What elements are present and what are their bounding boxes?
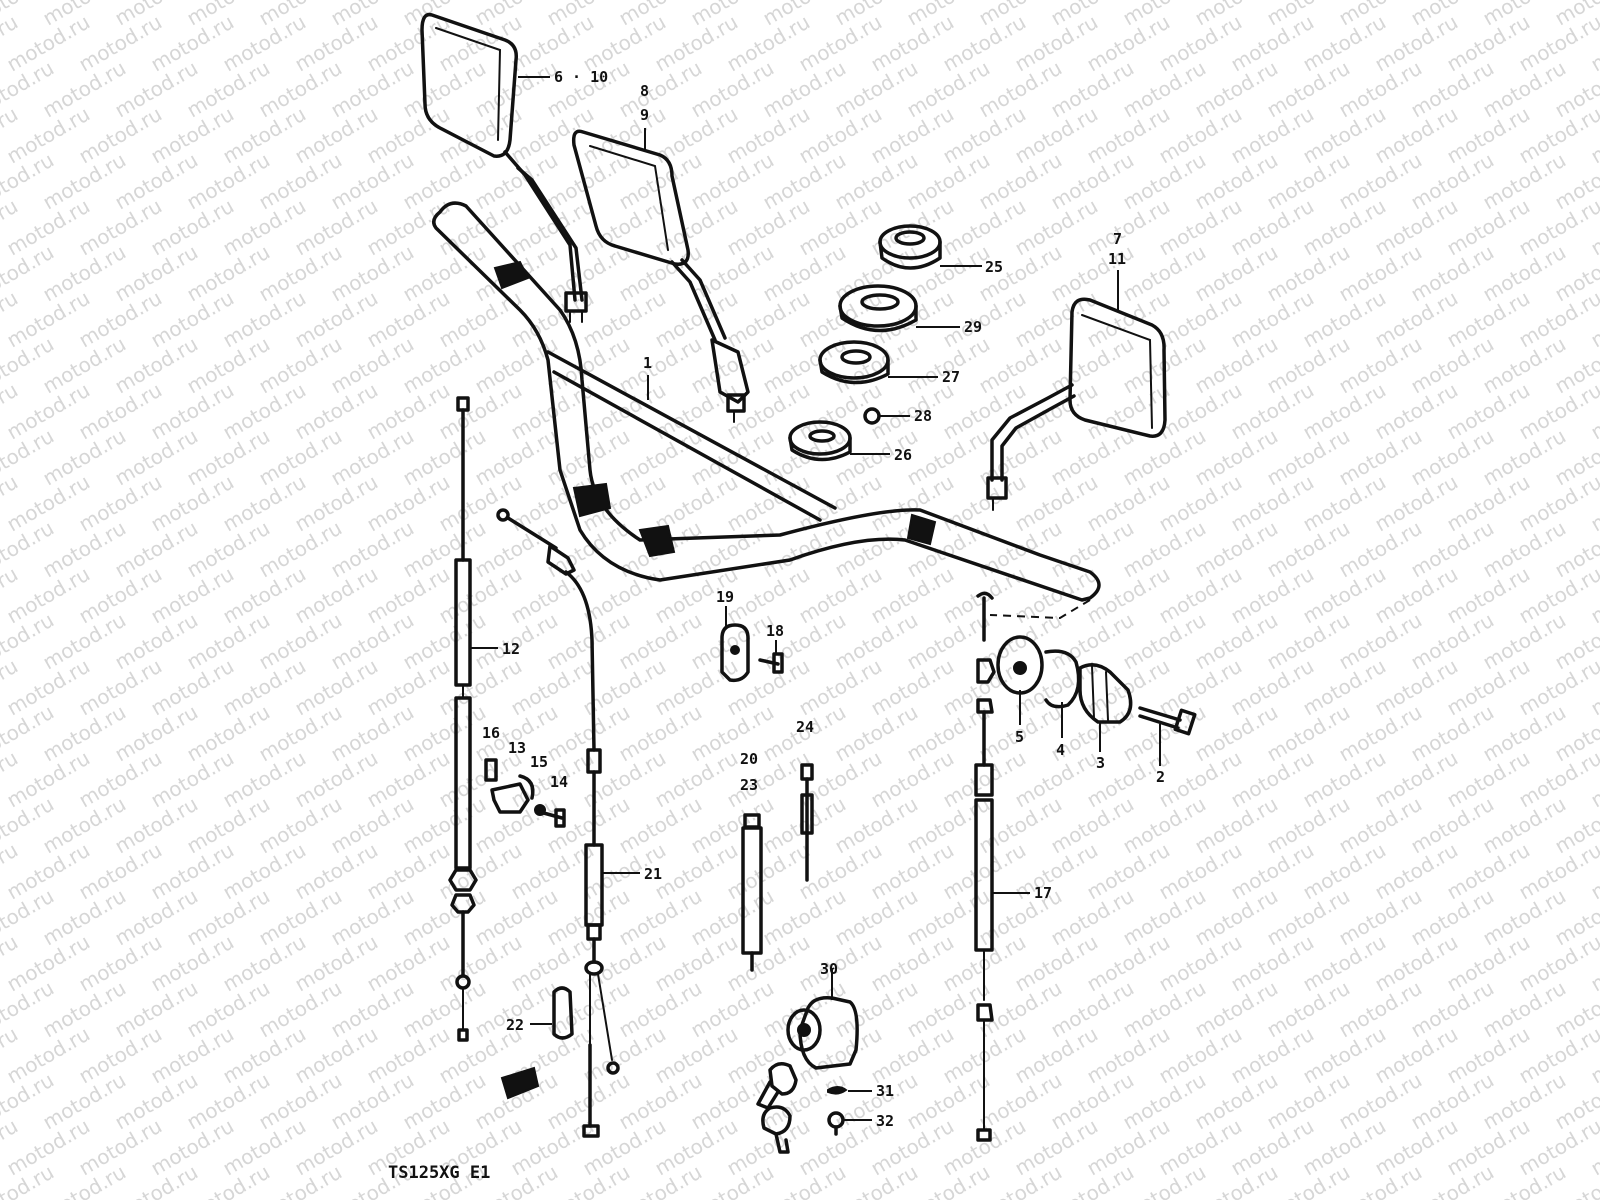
- callout-20: 20: [740, 750, 758, 768]
- callout-12: 12: [502, 640, 520, 658]
- cable-guide-clamp[interactable]: [720, 623, 750, 683]
- cable-clamp[interactable]: [500, 1066, 540, 1100]
- mirror-left-upper[interactable]: [420, 12, 588, 323]
- callout-9: 9: [640, 106, 649, 124]
- throttle-cable[interactable]: [496, 508, 620, 1138]
- throttle-assembly[interactable]: [996, 635, 1197, 736]
- callout-2: 2: [1156, 768, 1165, 786]
- callout-4: 4: [1056, 741, 1065, 759]
- handlebar-holder-upper[interactable]: [878, 224, 942, 270]
- callout-6-10: 6 · 10: [554, 68, 608, 86]
- callout-30: 30: [820, 960, 838, 978]
- callout-3: 3: [1096, 754, 1105, 772]
- switch-bolt[interactable]: [827, 1111, 845, 1136]
- clamp-screw[interactable]: [758, 652, 784, 674]
- callout-7: 7: [1113, 230, 1122, 248]
- cable-boot[interactable]: [552, 986, 574, 1040]
- callout-17: 17: [1034, 884, 1052, 902]
- callout-13: 13: [508, 739, 526, 757]
- leader-lines: [470, 76, 1161, 1121]
- callout-15: 15: [530, 753, 548, 771]
- callout-11: 11: [1108, 250, 1126, 268]
- mirror-left-lower[interactable]: [571, 129, 750, 423]
- handlebar-knurl-bands: [493, 260, 937, 558]
- callout-8: 8: [640, 82, 649, 100]
- switch-washer[interactable]: [827, 1086, 848, 1095]
- callout-16: 16: [482, 724, 500, 742]
- washer[interactable]: [863, 407, 881, 425]
- handlebar-holder-lower[interactable]: [788, 420, 852, 462]
- callout-25: 25: [985, 258, 1003, 276]
- callout-1: 1: [643, 354, 652, 372]
- speedometer-cable-inner[interactable]: [741, 813, 763, 972]
- callout-31: 31: [876, 1082, 894, 1100]
- callout-23: 23: [740, 776, 758, 794]
- clutch-cable[interactable]: [448, 396, 478, 1042]
- clutch-lever-switch[interactable]: [484, 758, 566, 828]
- callout-labels: 6 · 10 8 9 7 11 1 25 29 27 28 26 12 16 1…: [482, 68, 1165, 1130]
- cushion-lower[interactable]: [818, 340, 890, 385]
- callout-22: 22: [506, 1016, 524, 1034]
- cushion-upper[interactable]: [838, 284, 918, 333]
- callout-19: 19: [716, 588, 734, 606]
- callout-29: 29: [964, 318, 982, 336]
- tachometer-cable[interactable]: [800, 763, 814, 882]
- handlebar[interactable]: [432, 201, 1101, 620]
- callout-26: 26: [894, 446, 912, 464]
- callout-18: 18: [766, 622, 784, 640]
- callout-14: 14: [550, 773, 568, 791]
- callout-27: 27: [942, 368, 960, 386]
- model-code-caption: TS125XG E1: [388, 1163, 490, 1183]
- ignition-switch[interactable]: [786, 995, 859, 1070]
- callout-32: 32: [876, 1112, 894, 1130]
- brake-cable[interactable]: [974, 591, 996, 1142]
- callout-28: 28: [914, 407, 932, 425]
- callout-24: 24: [796, 718, 814, 736]
- ignition-keys[interactable]: [756, 1062, 798, 1154]
- callout-5: 5: [1015, 728, 1024, 746]
- mirror-right[interactable]: [986, 297, 1167, 511]
- callout-21: 21: [644, 865, 662, 883]
